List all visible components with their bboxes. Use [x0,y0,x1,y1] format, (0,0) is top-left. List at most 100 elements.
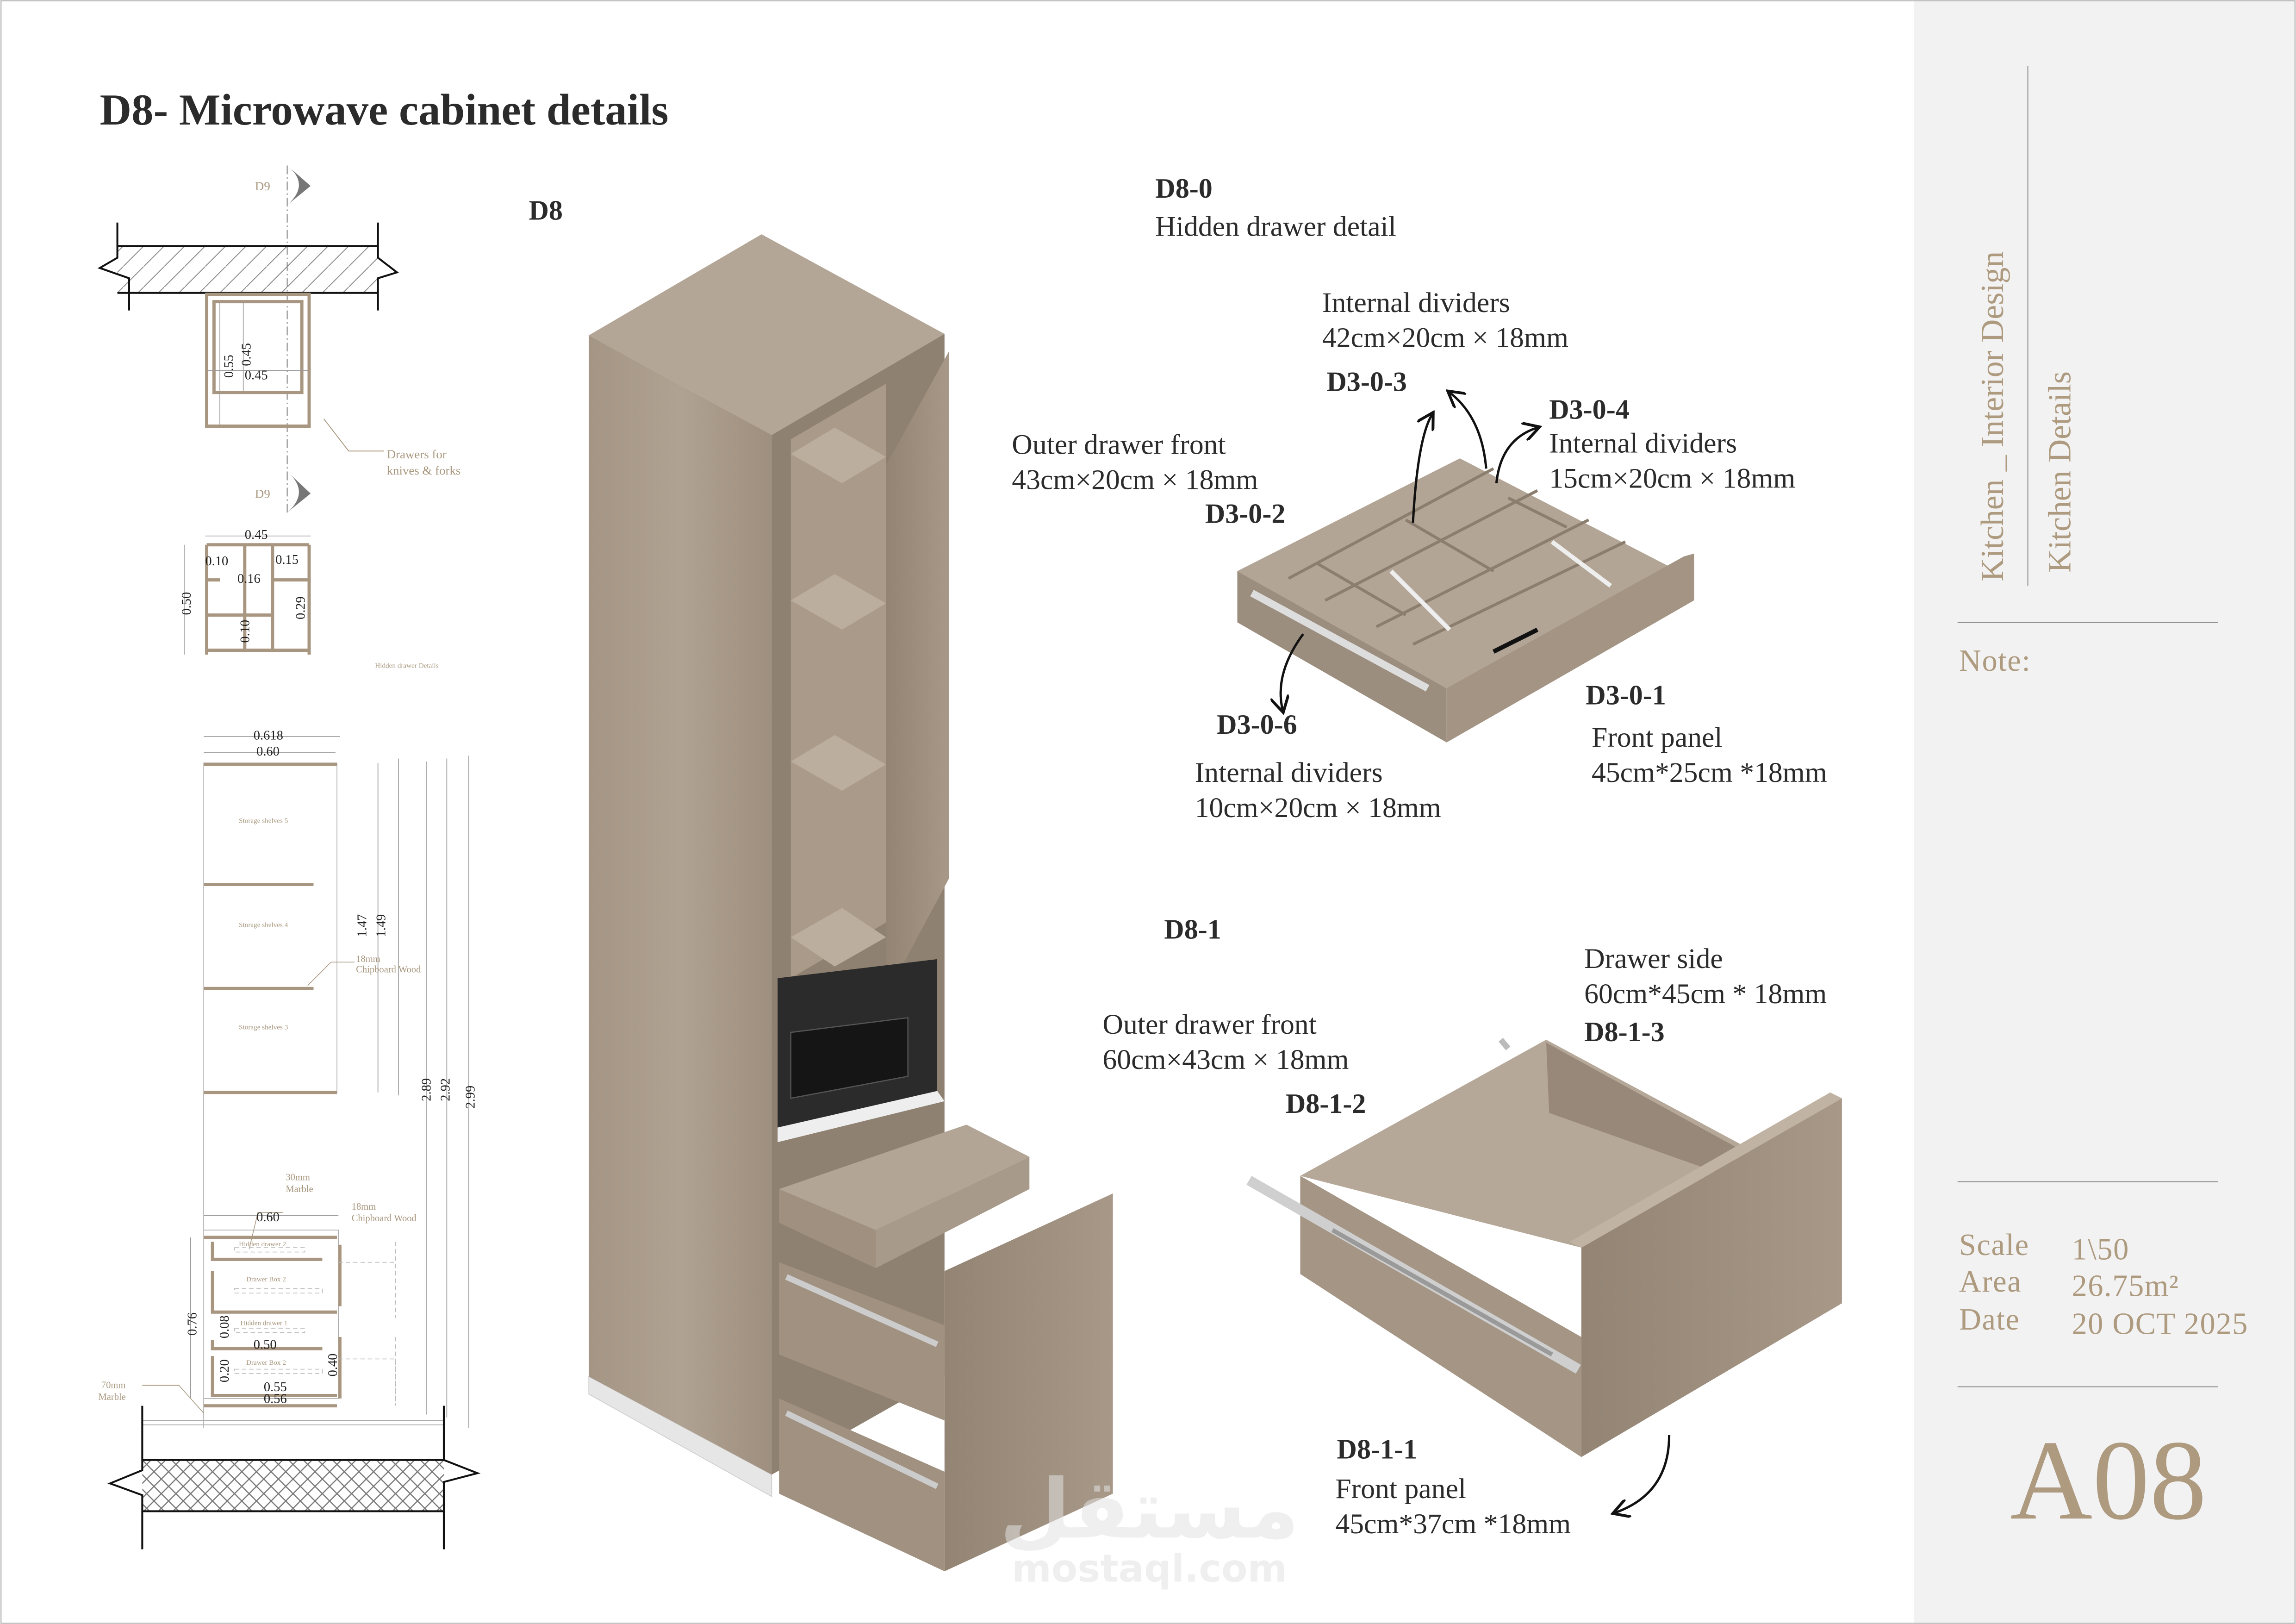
dim-text: 0.56 [264,1392,287,1406]
note-label: Note: [1959,644,2031,678]
callout-text: 60cm×43cm × 18mm [1102,1044,1349,1075]
callout-text: 45cm*37cm *18mm [1335,1508,1571,1540]
dim-text: 2.89 [420,1078,434,1101]
dim-text: 0.10 [238,620,252,643]
shelf-label: Storage shelves 3 [239,1024,288,1031]
section-marker-icon [287,471,311,513]
caption-text: Hidden drawer Details [375,662,438,669]
plan-lower: 0.45 0.10 0.15 0.16 0.50 0.29 0.10 Hidde… [180,528,439,669]
d8-0-detail: D8-0 Hidden drawer detail Internal divid… [1012,173,1827,824]
meta-value: 26.75m² [2072,1269,2179,1303]
callout-code: D3-0-2 [1205,498,1286,529]
dim-text: 0.15 [275,553,299,567]
section-marker-label: D9 [255,487,270,500]
watermark: مستقل mostaql.com [1000,1462,1300,1591]
section-marker-icon [287,165,311,205]
callout-text: Internal dividers [1322,287,1510,319]
title-block: Kitchen _ Interior Design Kitchen Detail… [1957,66,2248,1543]
dim-text: 0.45 [245,368,268,382]
callout-code: D8-1-1 [1337,1434,1418,1465]
drawer-front [944,1343,1113,1572]
wall-hatch [117,246,378,293]
floor-outline [107,1405,481,1549]
dim-text: 0.618 [254,728,283,743]
view-label: D8 [529,195,562,226]
detail-code: D8-0 [1155,173,1213,204]
note-text: 70mm [101,1380,126,1391]
callout-text: 43cm×20cm × 18mm [1012,464,1258,496]
callout-text: Internal dividers [1549,427,1737,459]
dim-text: 0.45 [239,343,254,366]
note-text: 30mm [286,1173,310,1183]
dim-text: 0.60 [256,744,280,759]
dim-text: 0.08 [218,1315,232,1338]
dim-text: 1.47 [355,914,369,937]
note-text: Chipboard Wood [356,964,421,974]
callout-text: Drawer side [1584,943,1723,974]
meta-label: Area [1959,1265,2022,1299]
callout-text: Front panel [1335,1473,1466,1505]
dim-text: 0.76 [185,1312,199,1336]
watermark-arabic: مستقل [1000,1462,1300,1557]
hidden-drawer [779,1124,1030,1230]
dim-text: 0.55 [264,1380,287,1394]
dim-text: 2.92 [439,1078,453,1101]
callout-code: D8-1-2 [1286,1088,1366,1119]
dim-text: 1.49 [374,914,388,937]
meta-label: Scale [1959,1228,2029,1262]
note-text: 18mm [356,954,380,964]
callout-text: Outer drawer front [1102,1009,1316,1040]
note-text: Drawers for [387,447,447,461]
sheet-number: A08 [2010,1417,2207,1543]
sidebar-panel [1913,0,2296,1624]
drawer-label: Drawer Box 2 [246,1275,286,1283]
dim-text: 0.10 [205,554,228,568]
watermark-latin: mostaql.com [1012,1547,1287,1591]
sheet-title: Kitchen Details [2042,371,2078,573]
note-text: Marble [286,1184,313,1194]
meta-value: 1\50 [2072,1232,2129,1266]
dim-text: 0.60 [256,1210,280,1224]
callout-code: D3-0-4 [1549,394,1630,425]
dim-text: 0.16 [237,572,261,586]
meta-label: Date [1959,1303,2020,1337]
shelf-label: Storage shelves 4 [239,921,288,929]
dim-text: 0.40 [326,1354,340,1377]
wall-outline [97,222,399,311]
note-text: Marble [98,1392,125,1402]
callout-text: Front panel [1592,722,1723,753]
callout-text: Internal dividers [1195,757,1383,788]
drawer-label: Hidden drawer 1 [240,1319,287,1327]
callout-code: D8-1-3 [1584,1017,1665,1048]
dim-text: 0.55 [222,355,236,378]
detail-code: D8-1 [1164,914,1221,945]
meta-value: 20 OCT 2025 [2072,1307,2248,1341]
drawer-label: Hidden drawer 2 [239,1240,286,1248]
dim-text: 0.50 [180,592,194,615]
shelf-label: Storage shelves 5 [239,817,288,825]
dim-text: 0.50 [254,1337,277,1352]
callout-text: Outer drawer front [1012,429,1226,461]
callout-code: D3-0-3 [1326,367,1407,398]
callout-text: 15cm×20cm × 18mm [1549,462,1795,494]
callout-code: D3-0-1 [1586,680,1666,711]
callout-text: 45cm*25cm *18mm [1592,757,1827,788]
note-text: knives & forks [387,463,461,477]
note-text: Chipboard Wood [352,1213,417,1224]
dim-text: 0.45 [245,528,268,542]
dim-text: 2.99 [463,1086,478,1109]
open-door [886,351,949,996]
callout-text: 42cm×20cm × 18mm [1322,322,1568,354]
section-marker-label: D9 [255,179,270,193]
cabinet-3d-view: D8 [529,195,1113,1572]
callout-text: 60cm*45cm * 18mm [1584,978,1827,1010]
callout-code: D3-0-6 [1217,709,1297,740]
project-title: Kitchen _ Interior Design [1975,251,2010,581]
detail-subtitle: Hidden drawer detail [1155,211,1396,242]
callout-text: 10cm×20cm × 18mm [1195,792,1441,824]
elevation: 0.618 0.60 Storage shelves 5 Storage she… [98,728,481,1549]
floor-hatch [142,1460,444,1512]
leader-line [323,418,384,452]
